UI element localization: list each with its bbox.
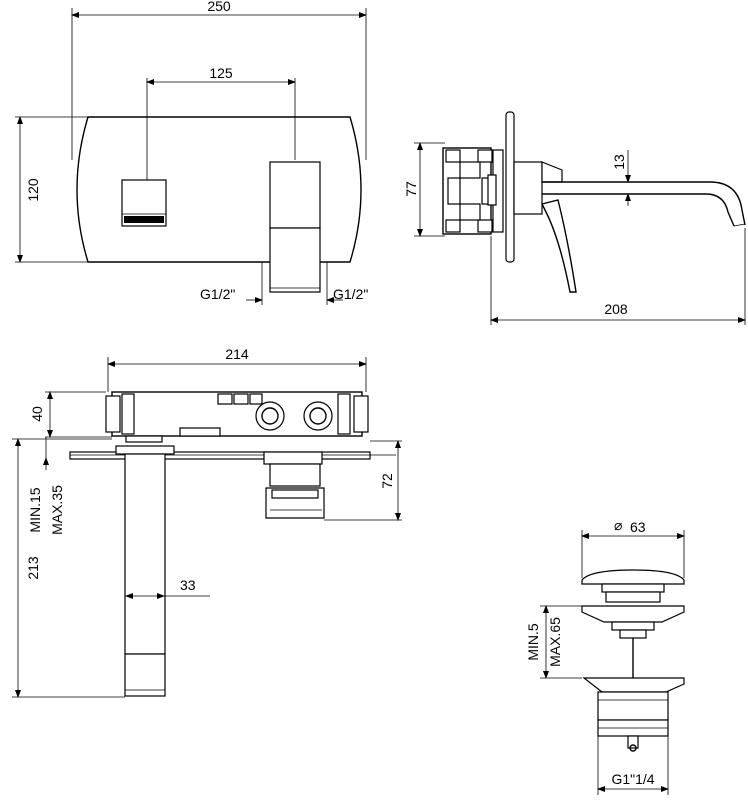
side-spout-thickness-label: 13 [611, 154, 627, 170]
top-view: 214 40 MIN.15 MAX.35 [12, 346, 402, 698]
waste-max-label: MAX.65 [547, 617, 563, 667]
side-wall-plate [505, 111, 515, 263]
top-spout [124, 453, 166, 655]
waste-flange [581, 605, 685, 623]
front-view: 250 125 120 G1/2" G1/2" [15, 0, 368, 305]
top-wall-min-label: MIN.15 [27, 487, 43, 532]
wall-plate [76, 116, 362, 263]
top-wall-plate [69, 451, 371, 460]
side-lever [540, 199, 577, 293]
inlet-left-label: G1/2" [200, 286, 235, 302]
inlet-right-label: G1/2" [333, 286, 368, 302]
waste-min-label: MIN.5 [525, 623, 541, 661]
waste-lower-flange [582, 677, 685, 693]
waste-view: ⌀ 63 MIN.5 MAX.65 G1"1/4 [525, 517, 685, 795]
waste-thread-label: G1"1/4 [611, 771, 654, 787]
top-width-label: 214 [225, 346, 249, 362]
top-wall-max-label: MAX.35 [49, 485, 65, 535]
front-width-label: 250 [207, 0, 231, 14]
side-spout [542, 181, 746, 227]
waste-cap [581, 569, 685, 585]
front-height-label: 120 [25, 178, 41, 202]
waste-diameter-symbol: ⌀ [614, 517, 622, 533]
side-depth-label: 77 [403, 181, 419, 197]
top-depth-label: 40 [29, 406, 45, 422]
waste-diameter-label: 63 [630, 519, 646, 535]
front-spacing-label: 125 [209, 65, 233, 81]
top-spout-width-label: 33 [180, 577, 196, 593]
mixer-lever [269, 161, 321, 229]
side-view: 77 13 208 [403, 111, 746, 325]
top-handle-label: 72 [379, 473, 395, 489]
top-spout-length-label: 213 [25, 556, 41, 580]
side-length-label: 208 [604, 301, 628, 317]
